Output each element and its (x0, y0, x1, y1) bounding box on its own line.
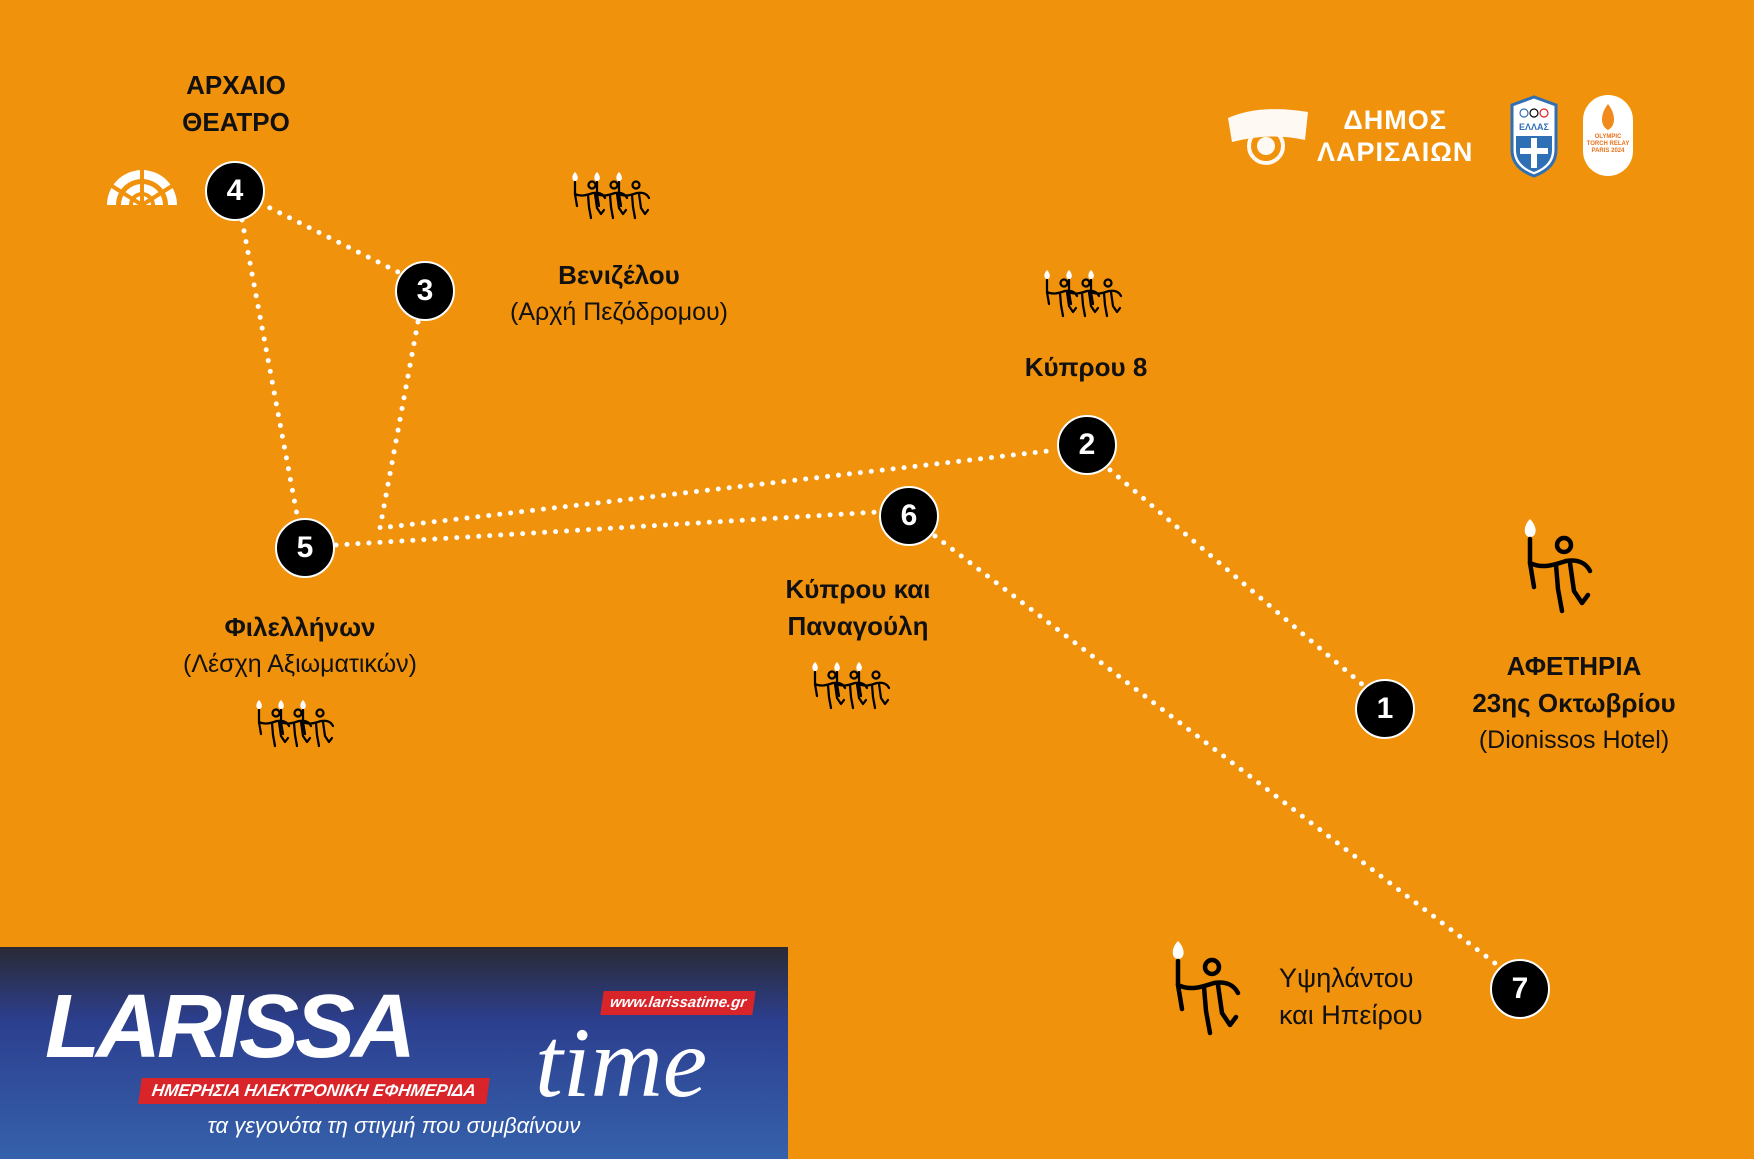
municipality-line1: ΔΗΜΟΣ (1343, 105, 1447, 135)
runner-group-icon (255, 698, 335, 748)
route-2-1 (1107, 467, 1366, 688)
stop-label-4: ΑΡΧΑΙΟ ΘΕΑΤΡΟ (182, 67, 290, 141)
stop-label-3: Βενιζέλου (Αρχή Πεζόδρομου) (510, 257, 728, 331)
stop-marker-5[interactable]: 5 (275, 518, 335, 578)
banner-subtitle: ΗΜΕΡΗΣΙΑ ΗΛΕΚΤΡΟΝΙΚΗ ΕΦΗΜΕΡΙΔΑ (138, 1078, 490, 1104)
stop-marker-3[interactable]: 3 (395, 261, 455, 321)
larissatime-banner[interactable]: LARISSA time www.larissatime.gr ΗΜΕΡΗΣΙΑ… (0, 947, 788, 1159)
stop-title: Κύπρου 8 (1024, 352, 1148, 382)
hellas-olympic-shield-logo (1510, 95, 1558, 178)
stop-title: Υψηλάντου (1279, 963, 1414, 993)
stop-label-7: Υψηλάντου και Ηπείρου (1279, 960, 1423, 1034)
stop-title: Βενιζέλου (558, 260, 680, 290)
runner-group-icon (1043, 268, 1123, 318)
stop-title: ΘΕΑΤΡΟ (182, 107, 290, 137)
runner-group-icon (811, 660, 891, 710)
stop-title: ΑΦΕΤΗΡΙΑ (1506, 651, 1642, 681)
stop-note: (Αρχή Πεζόδρομου) (510, 298, 728, 326)
municipality-line2: ΛΑΡΙΣΑΙΩΝ (1317, 137, 1474, 167)
theatre-icon (107, 165, 177, 207)
runner-icon (1525, 519, 1590, 611)
banner-logo-time: time (535, 1007, 708, 1118)
route-3-2 (376, 319, 1060, 531)
municipality-coin-logo (1228, 109, 1308, 165)
stop-marker-7[interactable]: 7 (1490, 959, 1550, 1019)
banner-tagline: τα γεγονότα τη στιγμή που συμβαίνουν (207, 1113, 581, 1138)
stop-note: (Λέσχη Αξιωματικών) (183, 650, 417, 678)
route-lines (239, 200, 1503, 970)
stop-subtitle: 23ης Οκτωβρίου (1472, 688, 1676, 718)
stop-title: Κύπρου και (785, 574, 931, 604)
shield-text: ΕΛΛΑΣ (1519, 122, 1549, 132)
route-4-3 (257, 200, 401, 275)
route-6-7 (932, 533, 1503, 970)
stop-title: Φιλελλήνων (224, 612, 376, 642)
stop-label-2: Κύπρου 8 (1025, 349, 1148, 386)
torch-badge-text: OLYMPIC TORCH RELAY PARIS 2024 (1586, 134, 1630, 154)
stop-marker-2[interactable]: 2 (1057, 415, 1117, 475)
stop-marker-6[interactable]: 6 (879, 486, 939, 546)
municipality-name: ΔΗΜΟΣ ΛΑΡΙΣΑΙΩΝ (1317, 104, 1473, 168)
runner-group-icon (571, 170, 651, 220)
torch-relay-badge-logo (1583, 95, 1633, 176)
stop-label-5: Φιλελλήνων (Λέσχη Αξιωματικών) (183, 609, 417, 683)
route-4-5 (239, 217, 301, 523)
stop-title: Παναγούλη (787, 611, 929, 641)
stop-title: ΑΡΧΑΙΟ (186, 70, 286, 100)
stop-label-6: Κύπρου και Παναγούλη (786, 571, 931, 645)
stop-marker-4[interactable]: 4 (205, 161, 265, 221)
banner-url[interactable]: www.larissatime.gr (600, 991, 756, 1015)
stop-label-1: ΑΦΕΤΗΡΙΑ 23ης Οκτωβρίου (Dionissos Hotel… (1472, 648, 1675, 759)
stop-marker-1[interactable]: 1 (1355, 679, 1415, 739)
runner-icon (1173, 941, 1238, 1033)
banner-logo-main: LARISSA (45, 977, 416, 1077)
route-5-6 (333, 509, 881, 548)
stop-title: και Ηπείρου (1279, 1000, 1423, 1030)
stop-note: (Dionissos Hotel) (1478, 726, 1670, 754)
